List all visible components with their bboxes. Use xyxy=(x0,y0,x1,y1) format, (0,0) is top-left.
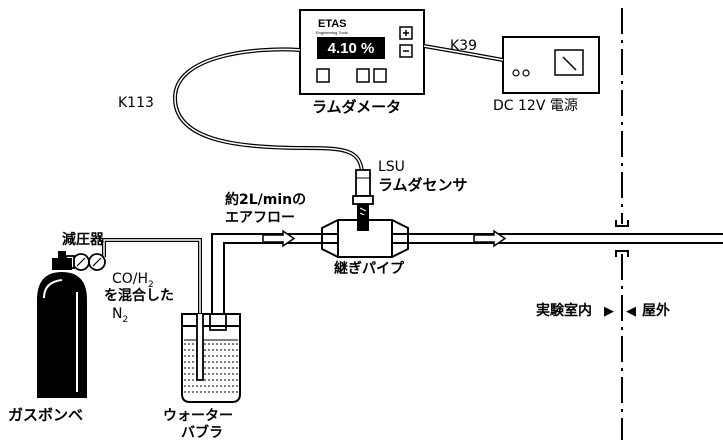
plus-icon[interactable] xyxy=(399,26,413,40)
flow-arrow-icon xyxy=(473,229,507,248)
lambda-meter-label: ラムダメータ xyxy=(312,98,402,116)
airflow-label-line1: 約2L/minの xyxy=(225,192,307,208)
minus-icon[interactable] xyxy=(399,44,413,58)
arrow-left-icon: ◀ xyxy=(626,304,636,319)
gas-cylinder xyxy=(37,251,87,398)
flow-arrow-icon xyxy=(262,229,296,248)
bubbler-label-line1: ウォーター xyxy=(163,408,233,424)
lambda-sensor-label: ラムダセンサ xyxy=(378,176,468,194)
joint-pipe-label: 継ぎパイプ xyxy=(334,261,404,277)
arrow-right-icon: ▶ xyxy=(604,304,614,319)
airflow-label-line2: エアフロー xyxy=(225,210,295,226)
power-supply-label: DC 12V 電源 xyxy=(493,98,578,114)
joint-pipe xyxy=(321,219,409,258)
indoor-label: 実験室内 xyxy=(536,303,592,319)
gas-cylinder-label: ガスボンベ xyxy=(8,406,84,424)
dc-power-supply xyxy=(502,36,600,94)
meter-display xyxy=(317,37,385,59)
meter-button-3[interactable] xyxy=(373,68,387,83)
air-pipe xyxy=(211,233,723,320)
bubbler-label-line2: バブラ xyxy=(181,425,223,441)
wall-opening xyxy=(615,220,629,257)
lambda-meter: ETAS Engineering Tools 4.10 % xyxy=(299,9,425,95)
gas-mix-label-line1: CO/H2 xyxy=(112,271,154,290)
meter-brand-sub: Engineering Tools xyxy=(316,30,348,35)
gas-mix-label-line3: N2 xyxy=(112,306,129,325)
meter-display-value: 4.10 % xyxy=(328,40,375,57)
power-meter-window xyxy=(554,49,584,76)
cable-k39-label: K39 xyxy=(450,38,477,54)
meter-button-1[interactable] xyxy=(316,68,330,83)
cable-k113-label: K113 xyxy=(118,95,154,111)
regulator-label: 減圧器 xyxy=(62,232,104,248)
gas-mix-label-line2: を混合した xyxy=(104,288,174,304)
outdoor-label: 屋外 xyxy=(642,303,670,319)
lsu-label: LSU xyxy=(378,159,405,175)
water-bubbler xyxy=(181,313,241,403)
meter-brand: ETAS xyxy=(318,18,347,30)
meter-button-2[interactable] xyxy=(356,68,370,83)
